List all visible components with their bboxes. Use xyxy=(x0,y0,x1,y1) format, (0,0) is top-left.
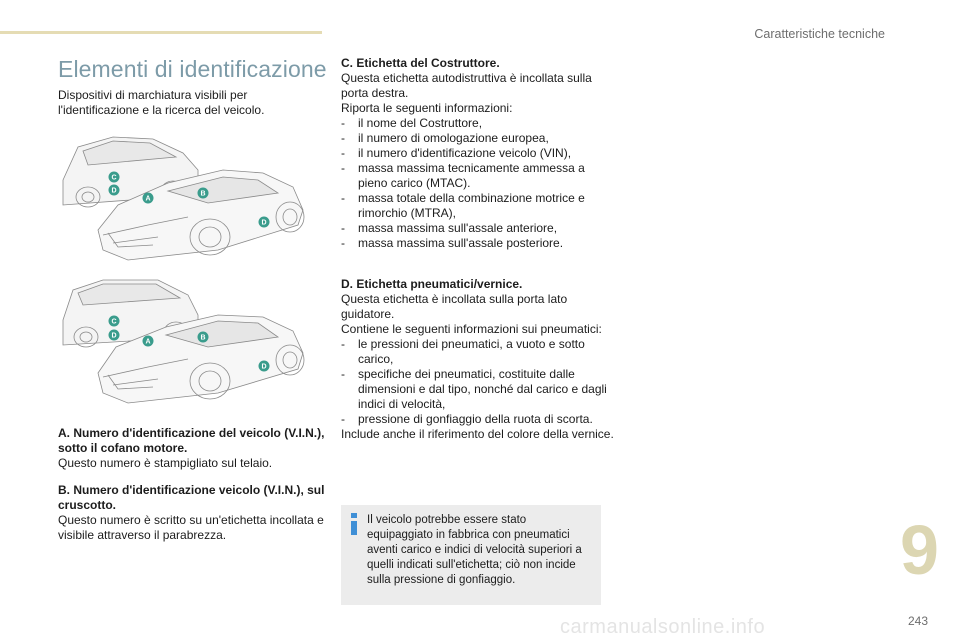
list-item: specifiche dei pneumatici, costituite da… xyxy=(341,367,616,412)
block-d-heading: D. Etichetta pneumatici/vernice. xyxy=(341,277,523,291)
chapter-number: 9 xyxy=(900,511,939,589)
info-text: Il veicolo potrebbe essere stato equipag… xyxy=(367,514,582,586)
block-c: C. Etichetta del Costruttore. Questa eti… xyxy=(341,56,616,251)
list-item: massa totale della combinazione motrice … xyxy=(341,191,616,221)
page-number: 243 xyxy=(908,614,929,628)
intro-text: Dispositivi di marchiatura visibili per … xyxy=(58,88,265,117)
list-item: le pressioni dei pneumatici, a vuoto e s… xyxy=(341,337,616,367)
label-markers: C D A B D xyxy=(108,315,270,372)
car-estate-illustration: C D A B D xyxy=(62,279,305,404)
watermark: carmanualsonline.info xyxy=(560,616,766,638)
svg-text:C: C xyxy=(111,175,116,182)
list-item: il numero di omologazione europea, xyxy=(341,131,616,146)
list-item: massa massima tecnicamente ammessa a pie… xyxy=(341,161,616,191)
svg-text:B: B xyxy=(200,191,205,198)
svg-text:C: C xyxy=(111,319,116,326)
block-a-text: Questo numero è stampigliato sul telaio. xyxy=(58,456,273,470)
section-header: Caratteristiche tecniche xyxy=(754,27,885,41)
svg-text:D: D xyxy=(111,333,116,340)
svg-text:A: A xyxy=(145,339,150,346)
list-item: il nome del Costruttore, xyxy=(341,116,616,131)
list-item: massa massima sull'assale posteriore. xyxy=(341,236,616,251)
block-d-paint-note: Include anche il riferimento del colore … xyxy=(341,427,614,441)
block-c-list: il nome del Costruttore, il numero di om… xyxy=(341,116,616,251)
list-item: il numero d'identificazione veicolo (VIN… xyxy=(341,146,616,161)
block-a: A. Numero d'identificazione del veicolo … xyxy=(58,426,328,471)
list-item: pressione di gonfiaggio della ruota di s… xyxy=(341,412,616,427)
svg-text:A: A xyxy=(145,196,150,203)
block-d-intro-list: Contiene le seguenti informazioni sui pn… xyxy=(341,322,602,336)
block-b-heading: B. Numero d'identificazione veicolo (V.I… xyxy=(58,483,325,512)
svg-text:D: D xyxy=(261,220,266,227)
car-fastback-illustration: C D A B D xyxy=(62,136,305,261)
svg-text:B: B xyxy=(200,335,205,342)
block-b-text: Questo numero è scritto su un'etichetta … xyxy=(58,513,324,542)
info-icon xyxy=(351,513,357,535)
svg-text:D: D xyxy=(111,188,116,195)
block-b: B. Numero d'identificazione veicolo (V.I… xyxy=(58,483,328,543)
block-a-heading: A. Numero d'identificazione del veicolo … xyxy=(58,426,325,455)
block-d-text: Questa etichetta è incollata sulla porta… xyxy=(341,292,568,321)
block-d-list: le pressioni dei pneumatici, a vuoto e s… xyxy=(341,337,616,427)
block-c-heading: C. Etichetta del Costruttore. xyxy=(341,56,500,70)
info-box: Il veicolo potrebbe essere stato equipag… xyxy=(341,505,601,605)
svg-text:D: D xyxy=(261,364,266,371)
header-rule xyxy=(0,31,322,34)
list-item: massa massima sull'assale anteriore, xyxy=(341,221,616,236)
block-d: D. Etichetta pneumatici/vernice. Questa … xyxy=(341,277,616,442)
label-markers: C D A B D xyxy=(108,171,270,228)
page-title: Elementi di identificazione xyxy=(58,56,327,82)
block-c-text: Questa etichetta autodistruttiva è incol… xyxy=(341,71,592,100)
block-c-intro-list: Riporta le seguenti informazioni: xyxy=(341,101,513,115)
